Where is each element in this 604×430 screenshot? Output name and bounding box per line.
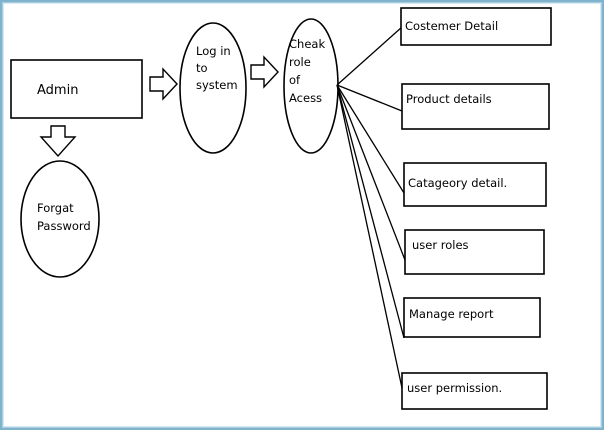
target-box — [400, 7, 552, 46]
connector-line — [336, 84, 403, 112]
down-arrow-icon — [39, 125, 77, 158]
target-label-user-roles: user roles — [412, 238, 469, 252]
check-role-label-line2: role — [289, 55, 311, 69]
right-arrow-icon — [250, 55, 279, 89]
check-role-label-line1: Cheak — [289, 37, 326, 51]
target-label-product: Product details — [406, 92, 492, 106]
connector-line — [336, 84, 405, 194]
connector-line — [336, 26, 403, 86]
target-box — [401, 372, 548, 410]
target-label-user-permission: user permission. — [407, 381, 503, 395]
admin-box — [10, 59, 143, 119]
check-role-label-line3: of — [289, 73, 301, 87]
connector-line — [336, 84, 406, 261]
target-label-category: Catageory detail. — [408, 176, 508, 190]
check-role-label-line4: Acess — [289, 91, 323, 105]
login-ellipse — [179, 22, 247, 154]
login-label-line3: system — [196, 78, 238, 92]
target-box — [403, 297, 541, 338]
target-box — [401, 83, 550, 130]
forgot-password-label-line1: Forgat Password — [37, 201, 91, 233]
login-label-line2: to — [196, 61, 208, 75]
target-label-manage-report: Manage report — [409, 307, 494, 321]
forgot-password-ellipse — [20, 160, 100, 278]
right-arrow-icon — [149, 67, 178, 101]
target-box — [403, 162, 547, 207]
admin-label: Admin — [37, 83, 79, 98]
login-label-line1: Log in — [196, 44, 231, 58]
connector-line — [336, 84, 403, 389]
connector-line — [336, 84, 405, 339]
target-label-customer: Costemer Detail — [405, 19, 499, 33]
target-box — [404, 229, 545, 275]
